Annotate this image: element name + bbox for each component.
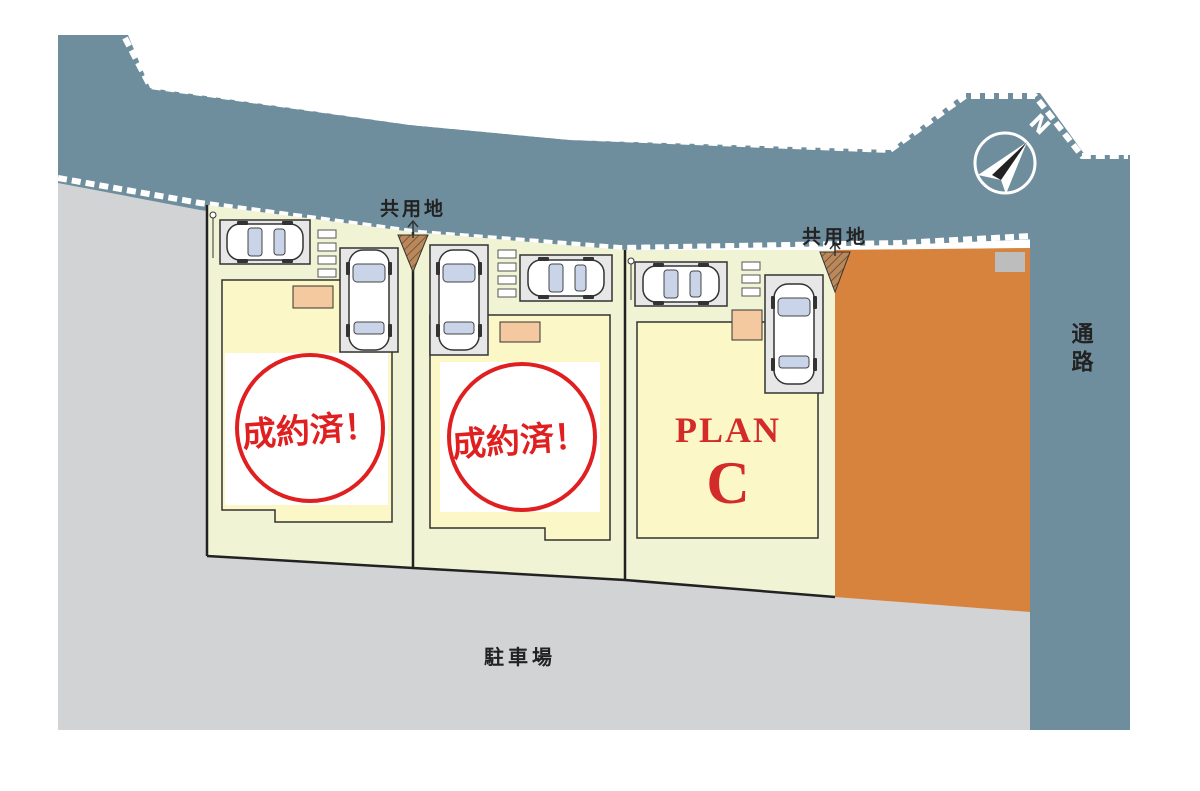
post-marker bbox=[209, 211, 217, 219]
car-icon bbox=[345, 249, 393, 351]
sold-stamp-2 bbox=[447, 362, 597, 512]
common-land-arrow-1 bbox=[407, 219, 419, 228]
car-icon bbox=[527, 256, 605, 300]
neighbor-lot bbox=[835, 248, 1030, 612]
sold-stamp-1 bbox=[235, 353, 385, 503]
car-icon bbox=[435, 249, 483, 351]
steps-lot-1 bbox=[317, 229, 337, 278]
car-icon bbox=[642, 262, 720, 306]
steps-lot-2 bbox=[497, 249, 517, 298]
sold-stamp-text-1: 成約済！ bbox=[241, 406, 379, 455]
parking-lot-label: 駐車場 bbox=[484, 645, 556, 669]
side-road-label: 通路 bbox=[1068, 322, 1094, 378]
car-icon bbox=[226, 220, 304, 264]
sold-stamp-text-2: 成約済！ bbox=[451, 416, 589, 465]
entrance-porch-1 bbox=[292, 285, 334, 309]
common-land-label-2: 共用地 bbox=[802, 225, 868, 248]
common-land-label-1: 共用地 bbox=[380, 197, 446, 220]
car-icon bbox=[770, 283, 818, 385]
side-road bbox=[1030, 235, 1130, 730]
entrance-porch-3 bbox=[731, 309, 763, 341]
lot-boundary-front bbox=[206, 554, 836, 599]
plan-label: PLAN bbox=[675, 410, 781, 450]
post-marker bbox=[627, 257, 635, 265]
main-road bbox=[58, 35, 1130, 250]
steps-lot-3 bbox=[741, 261, 761, 297]
road-curb-upper bbox=[122, 36, 1128, 159]
road-curb-lower bbox=[57, 175, 1031, 251]
neighbor-lot-box bbox=[995, 252, 1025, 272]
entrance-porch-2 bbox=[499, 321, 541, 343]
common-land-arrow-2 bbox=[829, 241, 841, 250]
plan-letter: C bbox=[706, 450, 749, 516]
